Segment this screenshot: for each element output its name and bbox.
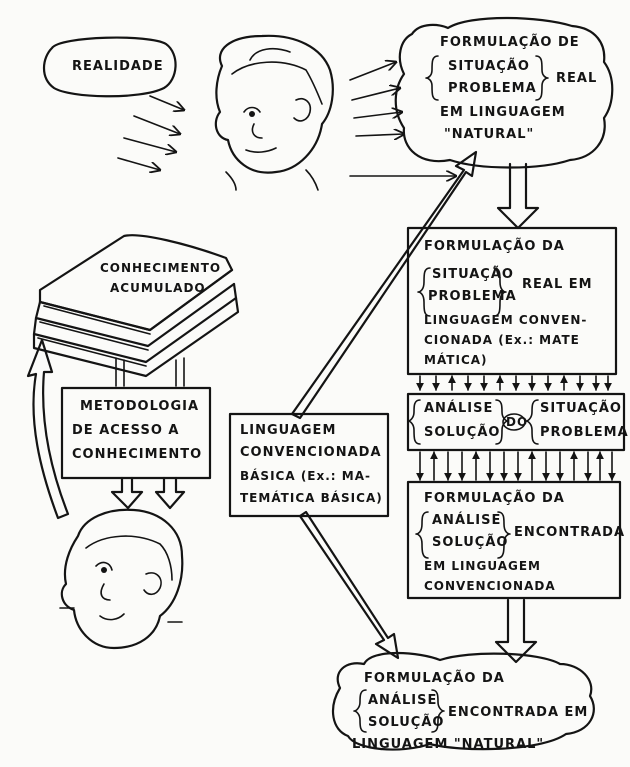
arrow-realidade-3 — [123, 137, 176, 152]
formulacao-convencionada-box — [406, 226, 618, 376]
double-arrow-1 — [496, 162, 540, 230]
linguagem-line-4: TEMÁTICA BÁSICA) — [240, 491, 383, 505]
metodologia-line-2: DE ACESSO A — [72, 423, 180, 438]
top-cloud-situacao: SITUAÇÃO — [448, 59, 530, 74]
bottom-cloud-analise: ANÁLISE — [368, 693, 438, 708]
books-label-1: CONHECIMENTO — [100, 261, 222, 275]
box1-line-7: MÁTICA) — [424, 353, 488, 367]
box1-problema: PROBLEMA — [428, 289, 517, 304]
arrow-realidade-4 — [117, 157, 160, 170]
box3-solucao: SOLUÇÃO — [432, 535, 509, 550]
arrows-row-1 — [416, 375, 612, 391]
box3-line-6: CONVENCIONADA — [424, 579, 556, 593]
person-thinking-icon — [214, 34, 334, 191]
arrow-face-cloud-2 — [351, 88, 400, 101]
box2-do: DO — [506, 415, 529, 429]
box2-analise: ANÁLISE — [424, 401, 494, 416]
double-arrow-2 — [494, 598, 538, 664]
metodologia-line-3: CONHECIMENTO — [72, 447, 203, 462]
bottom-cloud-linguagem: LINGUAGEM "NATURAL" — [352, 737, 545, 752]
box1-line-5: LINGUAGEM CONVEN- — [424, 313, 588, 327]
books-label-2: ACUMULADO — [110, 281, 206, 295]
metodologia-line-1: METODOLOGIA — [80, 399, 200, 414]
arrow-face-cloud-1 — [349, 62, 396, 81]
arrow-linguagem-to-bottom-cloud — [298, 510, 400, 660]
formulacao-encontrada-box — [406, 480, 622, 600]
box1-situacao: SITUAÇÃO — [432, 267, 514, 282]
box1-line-1: FORMULAÇÃO DA — [424, 239, 565, 254]
top-cloud-problema: PROBLEMA — [448, 81, 537, 96]
box1-line-6: CIONADA (Ex.: MATE — [424, 333, 580, 347]
top-cloud-natural: "NATURAL" — [444, 127, 535, 142]
top-cloud-real: REAL — [556, 71, 598, 86]
top-cloud-linguagem: EM LINGUAGEM — [440, 105, 566, 120]
arrow-realidade-2 — [133, 115, 180, 134]
arrow-face-cloud-3 — [353, 112, 402, 118]
top-cloud-line-1: FORMULAÇÃO DE — [440, 35, 580, 50]
box2-situacao: SITUAÇÃO — [540, 401, 622, 416]
analise-box — [406, 392, 626, 452]
box3-line-5: EM LINGUAGEM — [424, 559, 541, 573]
bottom-cloud — [331, 651, 595, 751]
bottom-cloud-encontrada: ENCONTRADA EM — [448, 705, 589, 720]
arrow-linguagem-to-cloud — [290, 150, 478, 420]
arrows-metodologia-face — [110, 476, 186, 510]
linguagem-line-2: CONVENCIONADA — [240, 445, 382, 460]
realidade-label: REALIDADE — [72, 59, 164, 74]
lines-books-metodologia-b — [175, 357, 185, 387]
arrow-face-cloud-4 — [355, 134, 404, 136]
box1-real-em: REAL EM — [522, 277, 593, 292]
box3-encontrada: ENCONTRADA — [514, 525, 626, 540]
arrow-return-to-books — [26, 338, 70, 520]
lines-books-metodologia-a — [115, 357, 125, 387]
top-cloud — [394, 16, 614, 169]
box3-line-1: FORMULAÇÃO DA — [424, 491, 565, 506]
bottom-cloud-solucao: SOLUÇÃO — [368, 715, 445, 730]
bottom-cloud-line-1: FORMULAÇÃO DA — [364, 671, 505, 686]
person-face-icon — [59, 508, 184, 650]
box3-analise: ANÁLISE — [432, 513, 502, 528]
metodologia-box — [60, 386, 212, 480]
linguagem-line-3: BÁSICA (Ex.: MA- — [240, 469, 371, 483]
arrow-realidade-1 — [149, 95, 184, 110]
books-icon — [32, 234, 240, 378]
arrows-row-2 — [416, 451, 616, 481]
realidade-bubble — [42, 36, 177, 98]
box2-solucao: SOLUÇÃO — [424, 425, 501, 440]
linguagem-line-1: LINGUAGEM — [240, 423, 337, 438]
box2-problema: PROBLEMA — [540, 425, 629, 440]
